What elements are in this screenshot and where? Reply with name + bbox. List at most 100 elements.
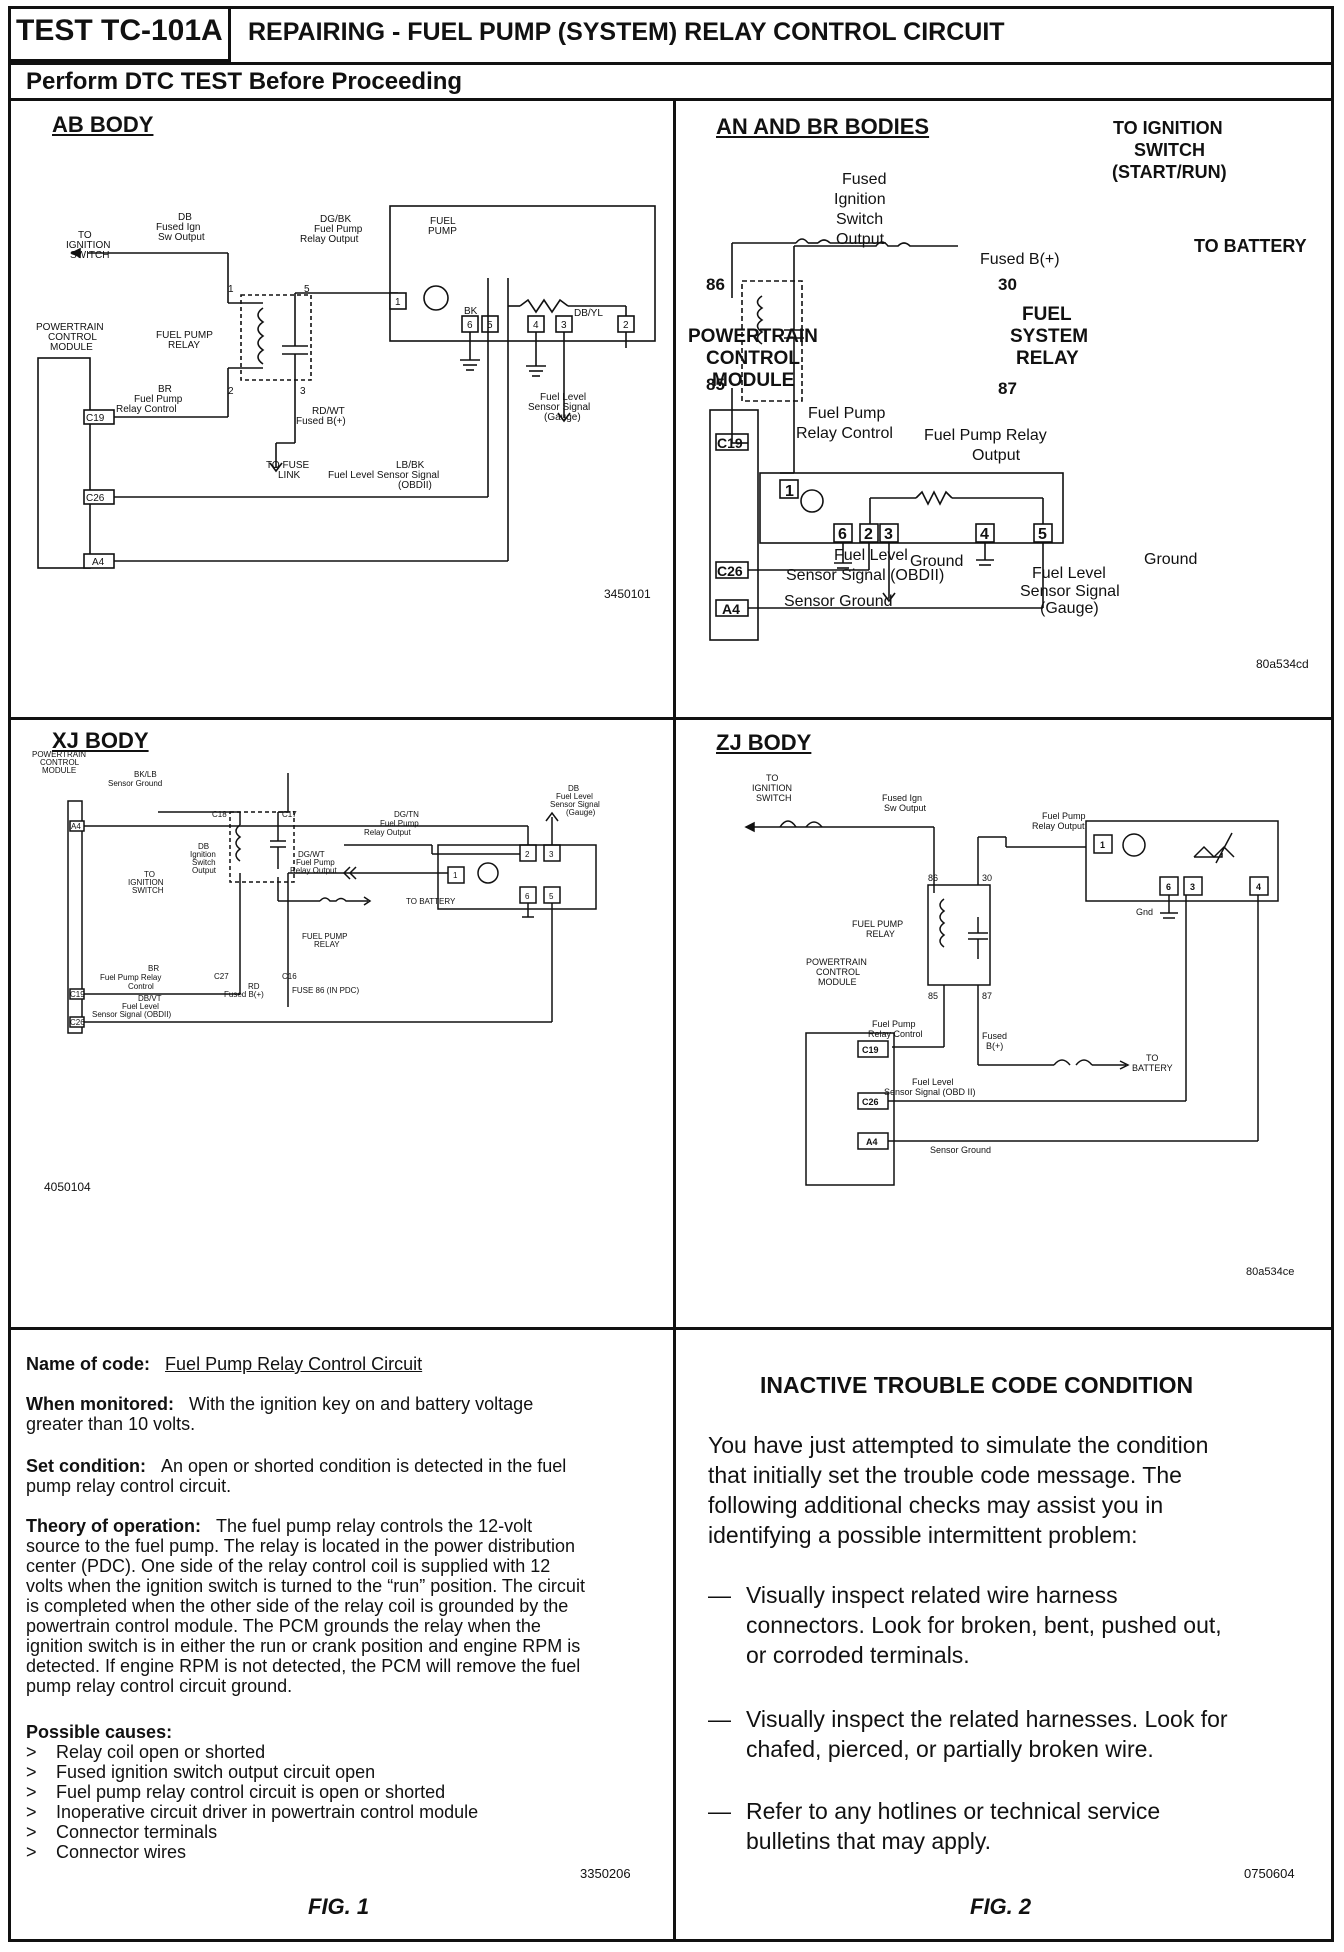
ab-dgbk-label: DG/BK Fuel Pump Relay Output [300, 214, 365, 245]
zj-conn-pin: 4 [1256, 882, 1261, 892]
code-name-value: Fuel Pump Relay Control Circuit [165, 1354, 423, 1374]
anbr-ground2-label: Ground [1144, 551, 1197, 568]
xj-relay-label: FUEL PUMP RELAY [302, 932, 350, 949]
anbr-pcm-pin: C19 [717, 435, 743, 451]
zj-pcm-pin: A4 [866, 1137, 878, 1147]
zj-fls-label: Fuel Level Sensor Signal (OBD II) [884, 1077, 976, 1097]
ab-bk-label: BK [464, 306, 478, 317]
ab-pin: 4 [533, 320, 539, 331]
theory-line: The fuel pump relay controls the 12-volt [216, 1516, 533, 1536]
ab-pin: 5 [487, 320, 493, 331]
cause-bullet: > [26, 1822, 37, 1842]
when-text-2: greater than 10 volts. [26, 1414, 196, 1434]
ab-fuel-level-label: Fuel Level Sensor Signal (Gauge) [528, 392, 593, 423]
ab-to-fuse-label: TO FUSE LINK [266, 460, 312, 481]
cause-bullet: > [26, 1742, 37, 1762]
cause-bullet: > [26, 1782, 37, 1802]
check-item: Refer to any hotlines or technical servi… [746, 1798, 1161, 1854]
zj-pcm-pin: C26 [862, 1097, 879, 1107]
intro-line: following additional checks may assist y… [708, 1492, 1164, 1518]
fig2-ref: 0750604 [1244, 1866, 1295, 1881]
theory-line: source to the fuel pump. The relay is lo… [26, 1536, 575, 1556]
xj-pcm-pin: A4 [71, 822, 81, 831]
cause-item: Relay coil open or shorted [56, 1742, 266, 1762]
dash: — [708, 1706, 731, 1732]
fig1-ref: 3350206 [580, 1866, 631, 1881]
ab-pin: 3 [300, 386, 306, 397]
panel-title-zj: ZJ BODY [716, 730, 812, 755]
ab-pcm-label: POWERTRAIN CONTROL MODULE [36, 322, 106, 353]
ab-pin: 2 [623, 320, 629, 331]
ab-ref: 3450101 [604, 587, 651, 601]
theory-line: ignition switch is in either the run or … [26, 1636, 581, 1656]
theory-line: pump relay control circuit ground. [26, 1676, 293, 1696]
anbr-fp-ctrl-label: Fuel Pump Relay Control [796, 405, 893, 442]
check-item: Visually inspect the related harnesses. … [746, 1706, 1228, 1762]
possible-causes-label: Possible causes: [26, 1722, 173, 1742]
zj-body-diagram: TO IGNITION SWITCH Fused Ign Sw Output F… [744, 773, 1294, 1278]
xj-body-diagram: POWERTRAIN CONTROL MODULE BK/LB Sensor G… [32, 750, 602, 1194]
code-name-line: Name of code: Fuel Pump Relay Control Ci… [26, 1354, 646, 1374]
intro-line: identifying a possible intermittent prob… [708, 1522, 1138, 1548]
zj-conn-pin: 3 [1190, 882, 1195, 892]
ab-pin: 5 [304, 284, 310, 295]
when-text-1: With the ignition key on and battery vol… [189, 1394, 534, 1414]
ab-lbbk-label: LB/BK Fuel Level Sensor Signal (OBDII) [328, 460, 442, 491]
zj-ref: 80a534ce [1246, 1266, 1294, 1278]
ab-pin: 1 [395, 297, 401, 308]
zj-fused-b-label: Fused B(+) [982, 1031, 1010, 1051]
panel-title-anbr: AN AND BR BODIES [716, 114, 930, 139]
zj-pin: 85 [928, 991, 938, 1001]
ab-relay-label: FUEL PUMP RELAY [156, 330, 215, 351]
zj-conn-pin: 6 [1166, 882, 1171, 892]
xj-db-fl-label: DB Fuel Level Sensor Signal (Gauge) [550, 784, 602, 817]
xj-rd-label: RD Fused B(+) [224, 982, 264, 999]
anbr-to-battery-label: TO BATTERY [1194, 236, 1307, 256]
ab-pin: 2 [228, 386, 234, 397]
xj-to-batt-label: TO BATTERY [406, 897, 456, 906]
anbr-pin: 86 [706, 275, 725, 294]
page-border [8, 6, 1334, 1942]
cause-item: Fused ignition switch output circuit ope… [56, 1762, 376, 1782]
ab-pcm-pin: C26 [86, 493, 105, 504]
anbr-conn-pin: 5 [1038, 526, 1047, 543]
panel-title-ab: AB BODY [52, 112, 154, 137]
ab-pin: 6 [467, 320, 473, 331]
theory-line: is completed when the other side of the … [26, 1596, 569, 1616]
anbr-body-diagram: Fused Ignition Switch Output TO IGNITION… [688, 118, 1309, 671]
set-text-1: An open or shorted condition is detected… [161, 1456, 567, 1476]
fig2-caption: FIG. 2 [970, 1894, 1032, 1919]
header-bottom-divider [8, 98, 1334, 101]
zj-fused-ign-label: Fused Ign Sw Output [882, 793, 927, 813]
inactive-title: INACTIVE TROUBLE CODE CONDITION [760, 1372, 1194, 1398]
zj-relay-label: FUEL PUMP RELAY [852, 919, 906, 939]
xj-br-label: BR Fuel Pump Relay Control [100, 964, 164, 991]
set-condition: Set condition: An open or shorted condit… [26, 1456, 646, 1496]
page-title: REPAIRING - FUEL PUMP (SYSTEM) RELAY CON… [248, 18, 1005, 46]
xj-pin: 1 [453, 871, 458, 880]
xj-pin: 5 [549, 892, 554, 901]
intro-line: that initially set the trouble code mess… [708, 1462, 1182, 1488]
anbr-conn-pin: 6 [838, 526, 847, 543]
when-monitored-label: When monitored: [26, 1394, 174, 1414]
theory-line: center (PDC). One side of the relay cont… [26, 1556, 551, 1576]
row-divider-1 [8, 717, 1334, 720]
anbr-conn-pin: 2 [864, 526, 873, 543]
anbr-pin: 87 [998, 379, 1017, 398]
ab-pcm-pin: A4 [92, 557, 105, 568]
code-name-label: Name of code: [26, 1354, 151, 1374]
xj-ref: 4050104 [44, 1180, 91, 1194]
cause-item: Inoperative circuit driver in powertrain… [56, 1802, 479, 1822]
anbr-pin: 30 [998, 275, 1017, 294]
anbr-relay-label: FUEL SYSTEM RELAY [1010, 304, 1093, 369]
anbr-conn-pin: 1 [785, 483, 794, 500]
zj-to-batt-label: TO BATTERY [1132, 1053, 1173, 1073]
fig2-intro: You have just attempted to simulate the … [708, 1430, 1208, 1550]
zj-pin: 87 [982, 991, 992, 1001]
xj-pcm-label: POWERTRAIN CONTROL MODULE [32, 750, 88, 775]
anbr-ground-label: Ground [910, 553, 963, 570]
row-divider-2 [8, 1327, 1334, 1330]
xj-dbvt-label: DB/VT Fuel Level Sensor Signal (OBDII) [92, 994, 171, 1019]
xj-dgtn-label: DG/TN Fuel Pump Relay Output [364, 810, 421, 837]
anbr-conn-pin: 4 [980, 526, 989, 543]
